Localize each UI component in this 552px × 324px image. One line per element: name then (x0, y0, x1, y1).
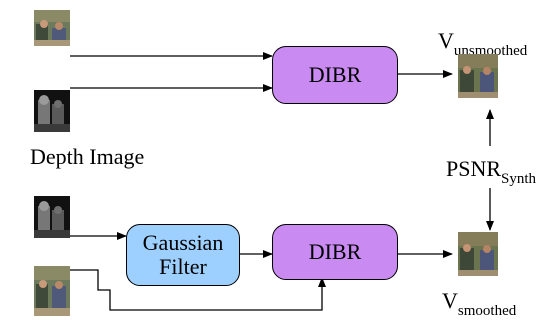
gaussian-filter-label-line1: Gaussian (142, 229, 224, 255)
v-unsmoothed-label: Vunsmoothed (438, 28, 527, 59)
psnr-synth-label: PSNRSynth (446, 156, 536, 187)
psnr-main: PSNR (446, 156, 502, 181)
dibr-block-top: DIBR (272, 46, 398, 104)
v-smoothed-main: V (442, 288, 458, 313)
input-depth-image-bottom (34, 196, 70, 238)
input-color-image-bottom (34, 266, 70, 316)
v-smoothed-sub: smoothed (457, 303, 517, 319)
arrow-color-to-dibr-bottom (70, 269, 326, 311)
dibr-block-bottom: DIBR (272, 224, 398, 280)
input-depth-image-top (34, 90, 70, 132)
output-v-smoothed-image (458, 232, 498, 276)
input-color-image-top (34, 10, 70, 46)
dibr-block-top-label: DIBR (308, 61, 362, 87)
gaussian-filter-block: Gaussian Filter (126, 224, 240, 286)
dibr-block-bottom-label: DIBR (308, 238, 362, 264)
v-unsmoothed-main: V (438, 28, 454, 53)
v-smoothed-label: Vsmoothed (442, 288, 516, 319)
psnr-sub: Synth (501, 171, 537, 187)
gaussian-filter-label-line2: Filter (159, 254, 207, 279)
output-v-unsmoothed-image (458, 54, 498, 98)
depth-image-label: Depth Image (30, 144, 145, 169)
